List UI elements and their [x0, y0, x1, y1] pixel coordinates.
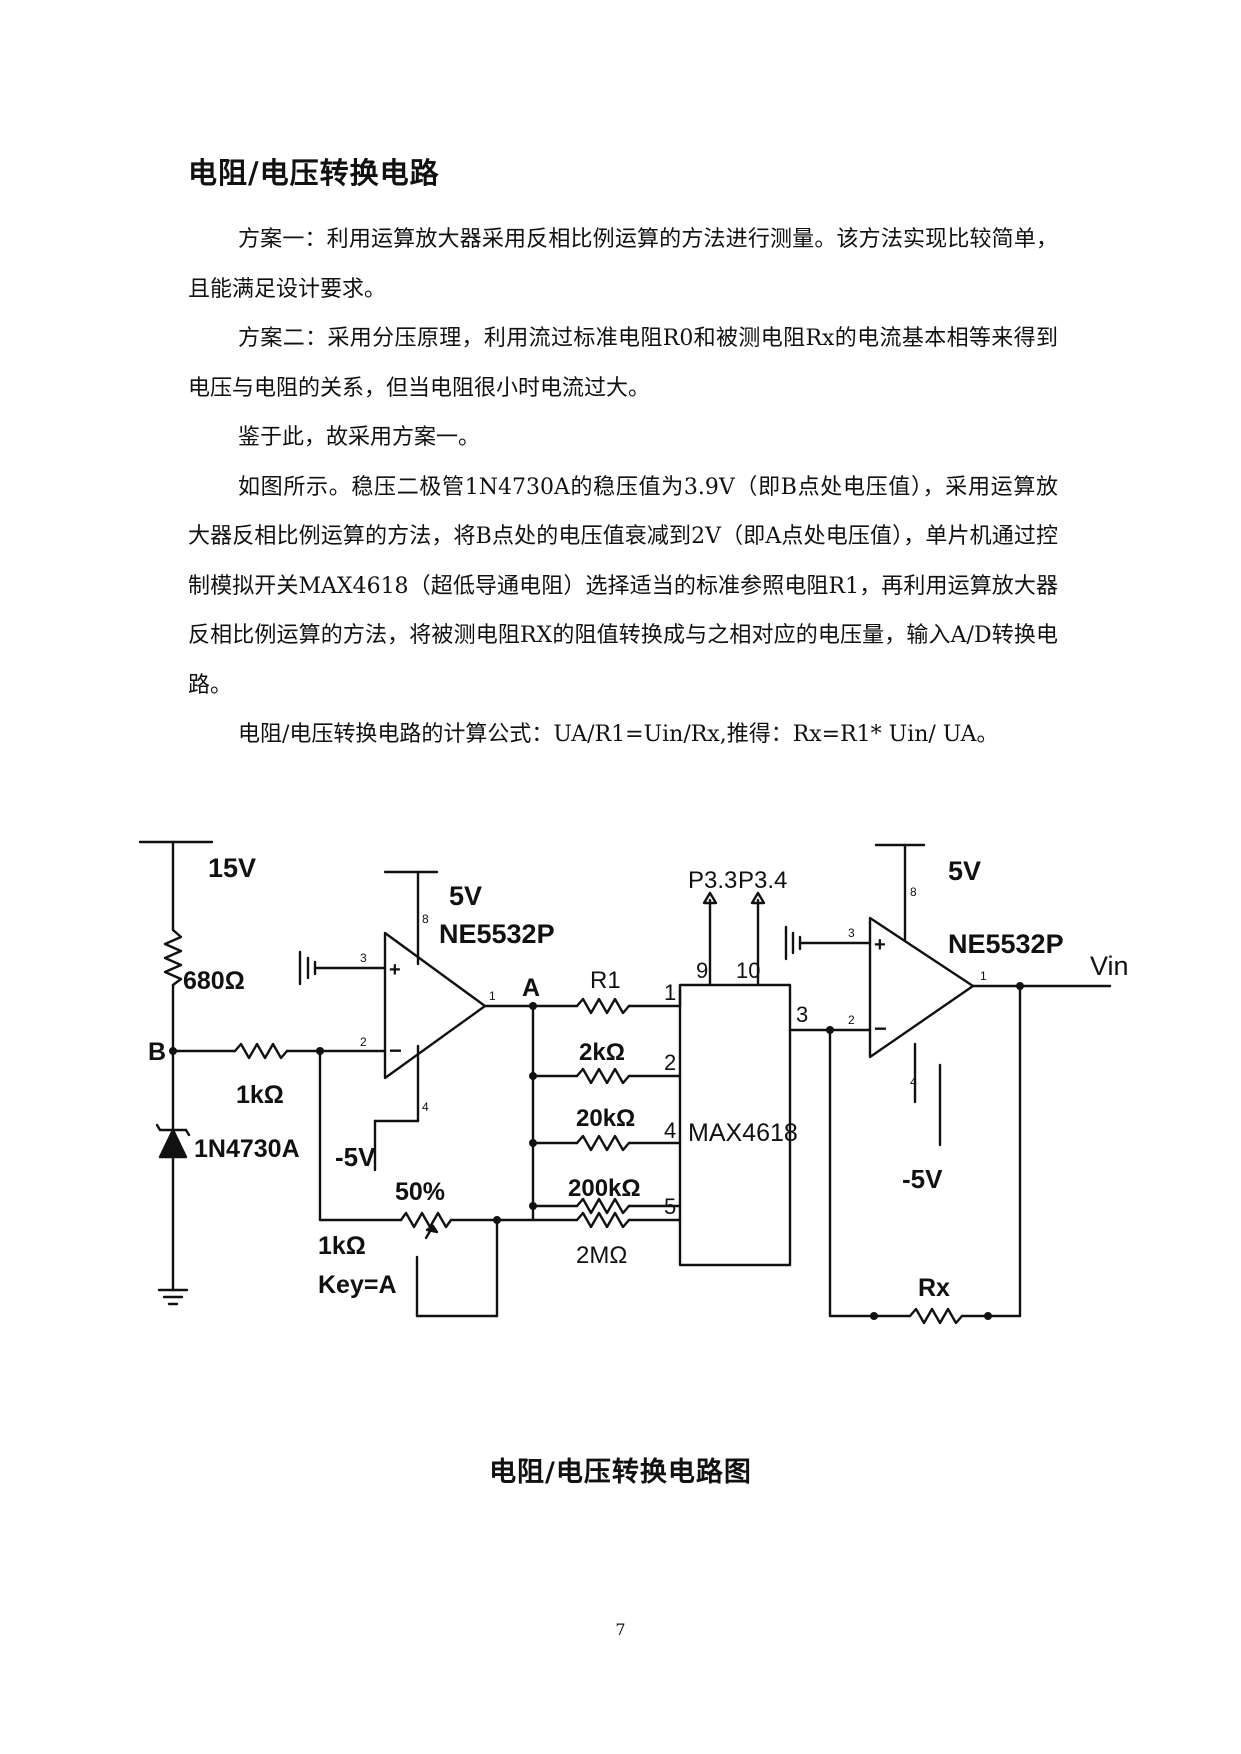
label-opamp2-vee: -5V: [902, 1164, 943, 1194]
label-20k: 20kΩ: [576, 1105, 635, 1132]
label-mux-pin-2: 2: [664, 1050, 676, 1075]
resistor-2k: [575, 1067, 631, 1085]
label-opamp2-pin-3: 3: [848, 926, 855, 940]
label-mux-model: MAX4618: [688, 1119, 798, 1147]
page-number: 7: [615, 1620, 626, 1639]
label-node-a: A: [522, 974, 540, 1002]
resistor-2m: [575, 1197, 631, 1215]
body-text: 方案一：利用运算放大器采用反相比例运算的方法进行测量。该方法实现比较简单，且能满…: [188, 215, 1058, 760]
resistor-680: [163, 928, 183, 987]
mux-chip: [678, 983, 792, 1267]
label-opamp1-pin-1: 1: [489, 989, 496, 1003]
label-opamp1-vee: -5V: [335, 1142, 376, 1172]
label-opamp1-pin-8: 8: [422, 912, 429, 926]
label-pot-value: 1kΩ: [318, 1232, 366, 1260]
label-mux-pin-10: 10: [736, 958, 760, 983]
label-1k: 1kΩ: [236, 1081, 284, 1109]
label-pot-key: Key=A: [318, 1271, 397, 1299]
label-200k: 200kΩ: [568, 1175, 641, 1202]
label-15v: 15V: [208, 853, 256, 883]
label-opamp1-minus: −: [389, 1038, 402, 1063]
label-mux-pin-9: 9: [696, 958, 708, 983]
resistor-1k: [233, 1042, 289, 1060]
resistor-r1: [575, 997, 631, 1015]
paragraph-scheme-2: 方案二：采用分压原理，利用流过标准电阻R0和被测电阻Rx的电流基本相等来得到电压…: [188, 326, 1058, 401]
label-opamp2-plus: +: [874, 934, 886, 956]
paragraph-explanation: 如图所示。稳压二极管1N4730A的稳压值为3.9V（即B点处电压值），采用运算…: [188, 474, 1058, 698]
label-opamp2-pin-1: 1: [980, 969, 987, 983]
label-pot-percent: 50%: [395, 1178, 445, 1206]
label-mux-pin-4: 4: [664, 1118, 676, 1143]
label-r1: R1: [590, 967, 621, 994]
label-p34: P3.4: [738, 867, 787, 894]
label-zener: 1N4730A: [194, 1135, 300, 1163]
label-opamp1-pin-2: 2: [360, 1035, 367, 1049]
label-mux-pin-5: 5: [664, 1194, 676, 1219]
label-opamp2-pin-2: 2: [848, 1013, 855, 1027]
resistor-rx: [908, 1307, 964, 1325]
label-opamp2-minus: −: [874, 1016, 887, 1041]
paragraph-formula: 电阻/电压转换电路的计算公式：UA/R1=Uin/Rx,推得：Rx=R1* Ui…: [238, 722, 999, 747]
label-opamp1-pin-3: 3: [360, 951, 367, 965]
paragraph-conclusion: 鉴于此，故采用方案一。: [238, 425, 481, 450]
label-2k: 2kΩ: [579, 1039, 625, 1066]
resistor-20k: [575, 1134, 631, 1152]
label-vin: Vin: [1090, 951, 1129, 981]
label-opamp2-model: NE5532P: [948, 929, 1064, 959]
opamp-2-symbol: [868, 916, 975, 1059]
label-opamp2-vcc: 5V: [948, 856, 981, 886]
label-mux-pin-3: 3: [796, 1002, 808, 1027]
label-node-b: B: [148, 1038, 166, 1066]
resistor-200k: [575, 1211, 631, 1229]
potentiometer: [399, 1211, 453, 1229]
figure-caption: 电阻/电压转换电路图: [489, 1457, 752, 1488]
label-opamp2-pin-4: 4: [910, 1075, 917, 1089]
label-opamp1-plus: +: [389, 959, 401, 981]
label-2m: 2MΩ: [576, 1242, 627, 1269]
opamp-1-symbol: [383, 931, 487, 1080]
label-p33: P3.3: [688, 867, 737, 894]
label-mux-pin-1: 1: [664, 980, 676, 1005]
label-opamp1-vcc: 5V: [449, 881, 482, 911]
circuit-diagram: 15V 680Ω B 1kΩ 1N4730A 5V NE5532P -5V 3 …: [138, 840, 1129, 1325]
label-opamp2-pin-8: 8: [910, 885, 917, 899]
label-680-ohm: 680Ω: [183, 967, 245, 995]
zener-diode-symbol: [158, 1128, 188, 1159]
label-opamp1-model: NE5532P: [439, 919, 555, 949]
paragraph-scheme-1: 方案一：利用运算放大器采用反相比例运算的方法进行测量。该方法实现比较简单，且能满…: [188, 227, 1058, 302]
section-title: 电阻/电压转换电路: [188, 156, 440, 190]
label-opamp1-pin-4: 4: [422, 1100, 429, 1114]
label-rx: Rx: [918, 1274, 950, 1302]
